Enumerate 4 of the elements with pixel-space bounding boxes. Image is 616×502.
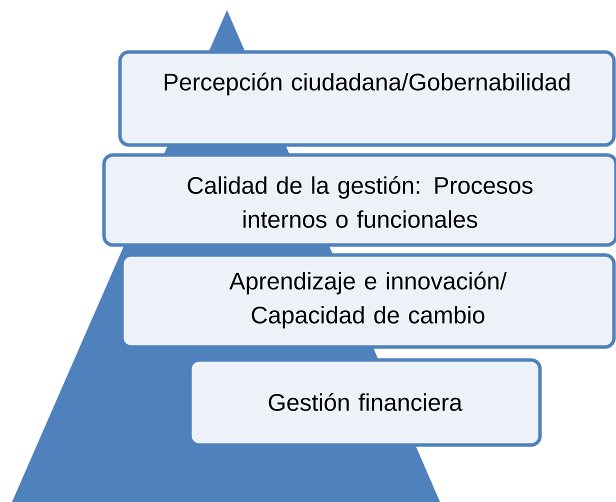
level-box: Percepción ciudadana/Gobernabilidad [118, 50, 616, 147]
level-box: Aprendizaje e innovación/ Capacidad de cambio [120, 253, 616, 349]
level-box: Gestión financiera [188, 358, 542, 447]
level-box: Calidad de la gestión: Procesos internos o funcionales [102, 153, 616, 247]
